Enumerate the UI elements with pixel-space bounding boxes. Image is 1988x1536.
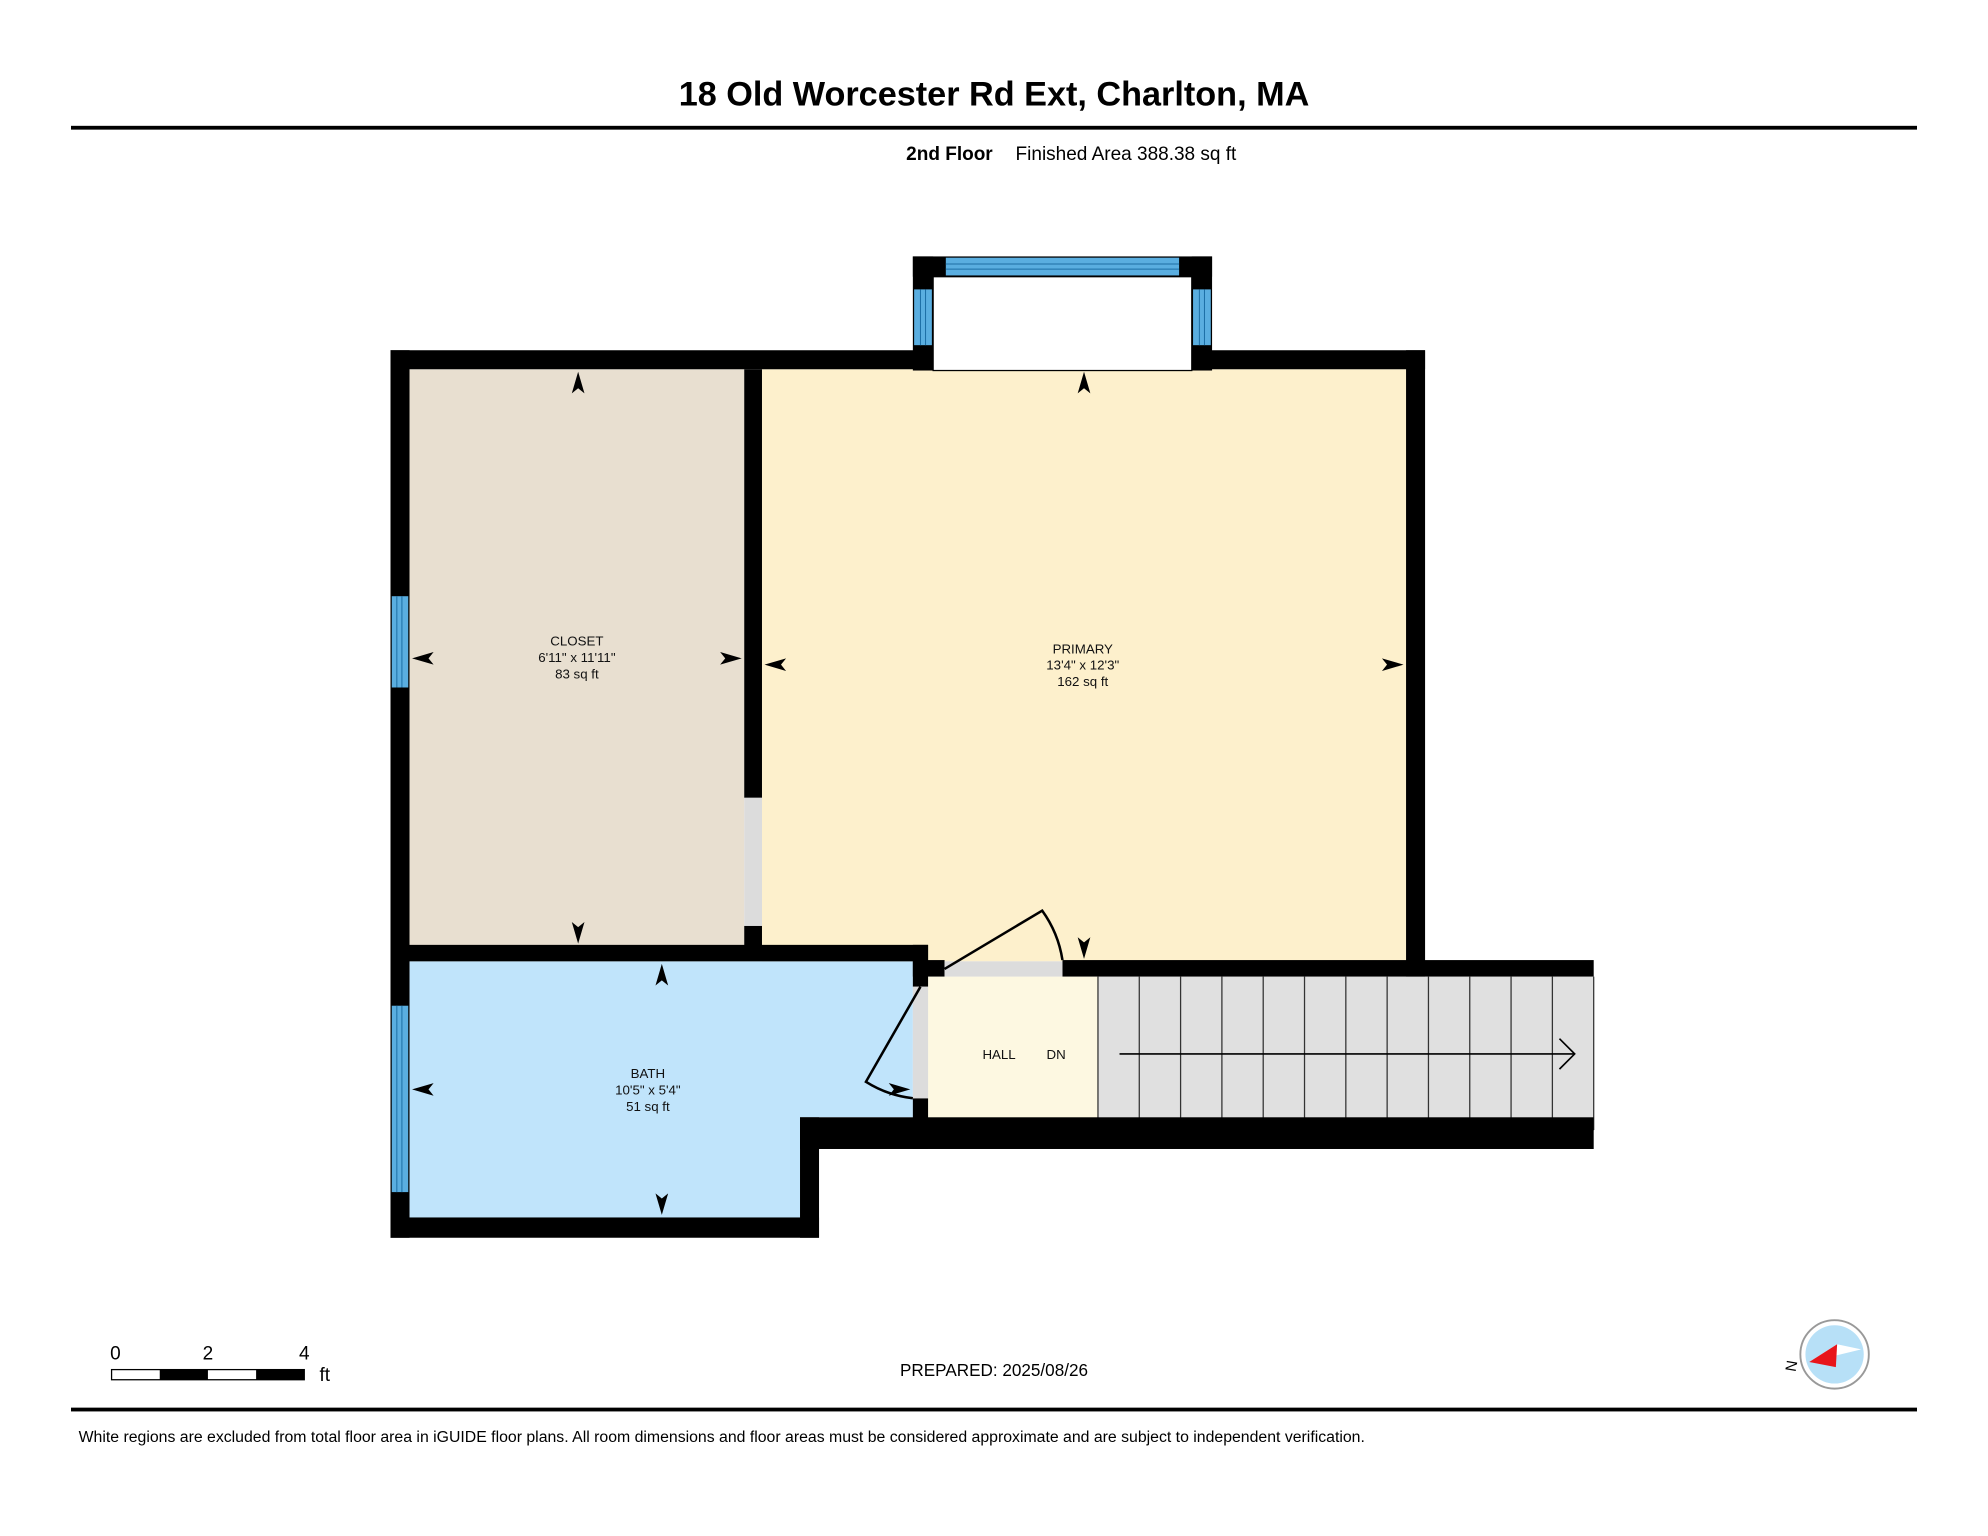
compass-icon: N [1783,1319,1870,1390]
primary-dims: 13'4" x 12'3" [1046,658,1119,673]
closet-area: 83 sq ft [555,667,599,682]
primary-door-opening [944,961,1063,977]
windows [391,257,1211,1193]
header-divider [71,125,1917,130]
closet-dims: 6'11" x 11'11" [538,650,616,665]
page-title: 18 Old Worcester Rd Ext, Charlton, MA [679,76,1310,114]
closet-opening [744,797,762,926]
room-primary [761,369,1407,962]
finished-area: Finished Area 388.38 sq ft [1016,144,1237,165]
stairs-label: DN [1047,1047,1066,1062]
room-closet [409,369,745,947]
svg-text:0: 0 [110,1343,121,1364]
primary-door-swing [943,908,1064,971]
closet-name: CLOSET [550,634,603,649]
primary-name: PRIMARY [1053,641,1113,656]
bay-excluded-area [932,276,1193,372]
disclaimer: White regions are excluded from total fl… [79,1429,1365,1446]
hall-name: HALL [982,1047,1015,1062]
bath-dims: 10'5" x 5'4" [615,1082,681,1097]
svg-text:4: 4 [299,1343,310,1364]
room-hall [928,976,1098,1130]
floor-label: 2nd Floor [906,144,993,165]
prepared-date: PREPARED: 2025/08/26 [900,1361,1088,1380]
bath-name: BATH [631,1066,665,1081]
bath-door-opening [912,986,929,1099]
room-bath [409,961,913,1218]
bath-area: 51 sq ft [626,1099,670,1114]
primary-area: 162 sq ft [1057,674,1108,689]
svg-text:ft: ft [319,1365,330,1386]
bath-door-swing [864,986,922,1100]
scale-bar: 0 2 4 ft [110,1343,331,1386]
footer-divider [71,1407,1917,1412]
dimension-arrows [412,371,1404,1215]
svg-text:N: N [1783,1359,1802,1373]
stairs-arrowhead [1558,1038,1576,1070]
svg-text:2: 2 [203,1343,214,1364]
